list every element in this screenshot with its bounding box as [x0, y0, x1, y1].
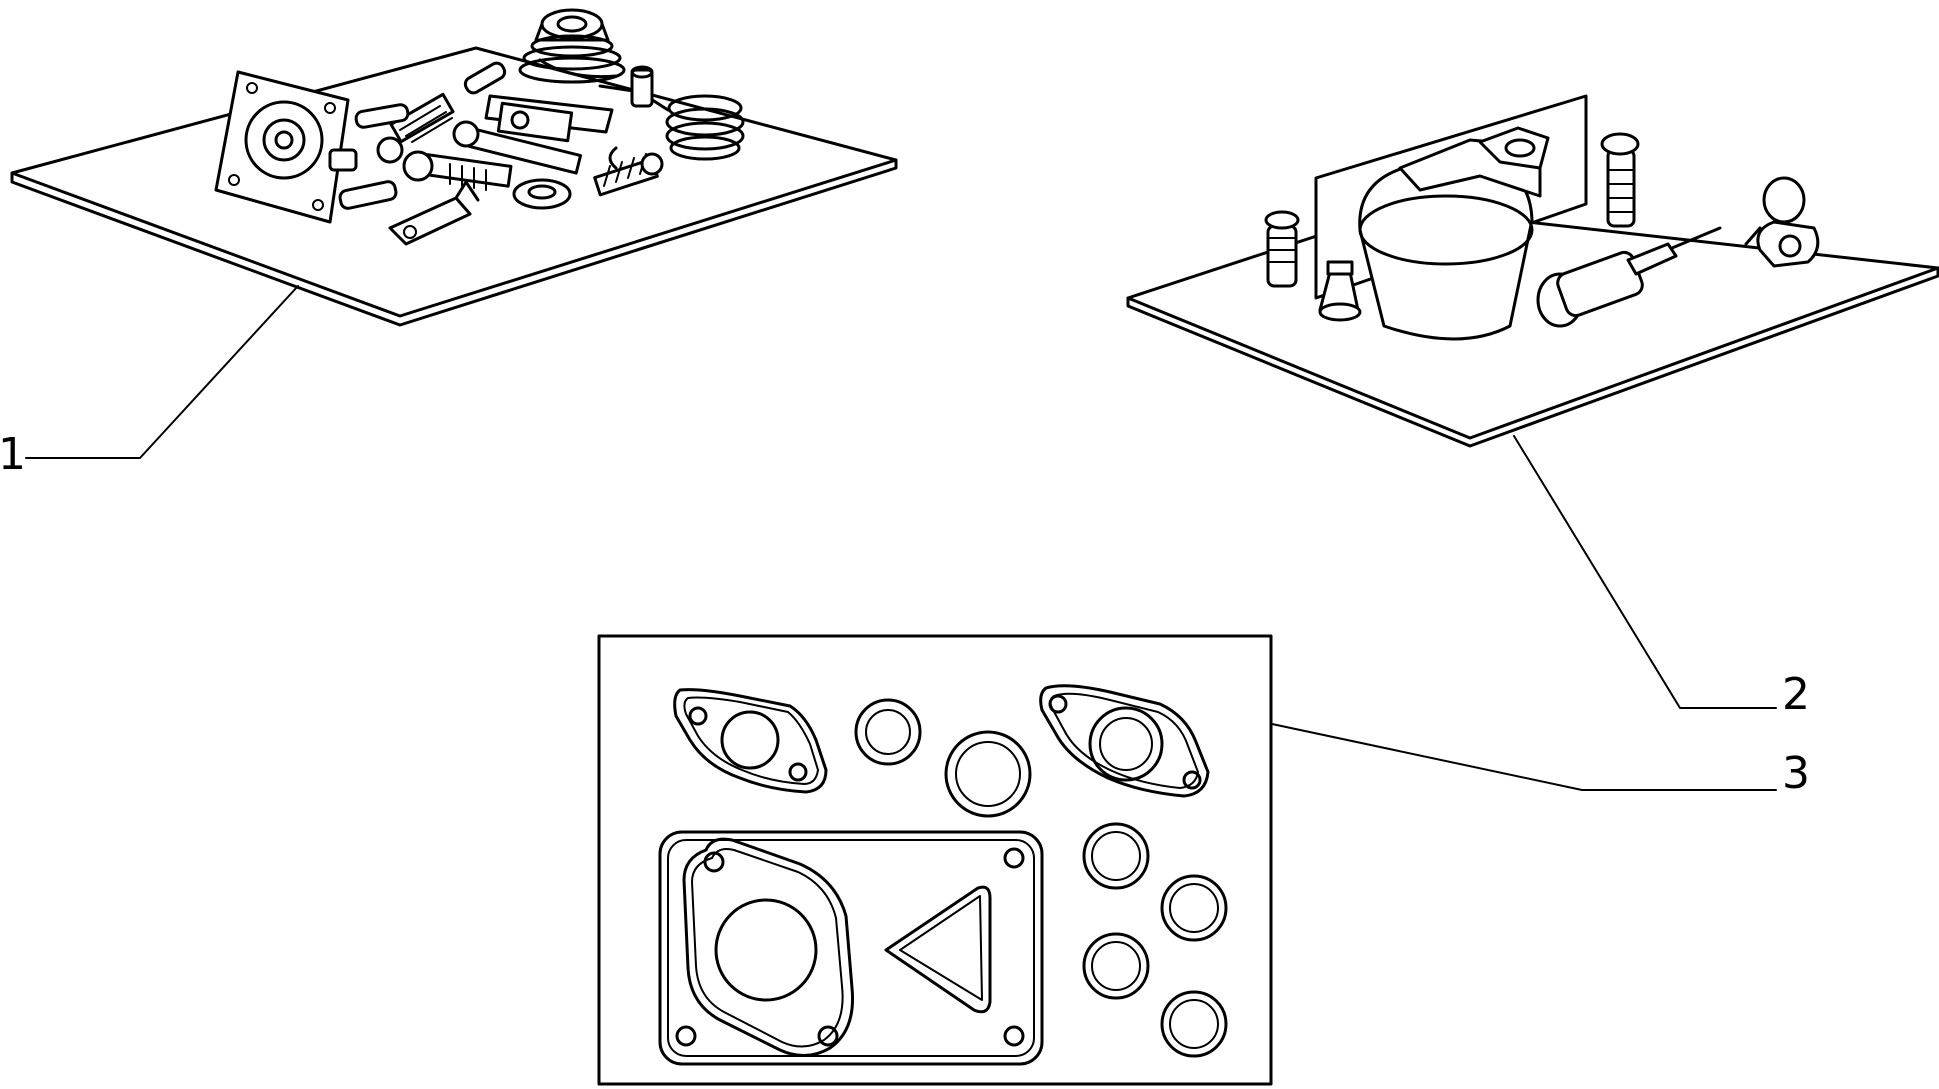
clip-icon — [538, 58, 618, 170]
needle-valve-icon — [1536, 226, 1722, 328]
callout-number-1: 1 — [0, 429, 26, 480]
screw-icon — [1600, 132, 1640, 228]
pin-icon — [328, 61, 654, 210]
leader-line-3 — [1271, 723, 1777, 791]
flange-gasket-icon — [1039, 684, 1210, 798]
o-ring-icon — [1160, 874, 1228, 942]
jet-icon — [1318, 260, 1362, 322]
callout-1: 1 — [0, 285, 299, 480]
screw-icon — [593, 152, 664, 197]
leader-line-1 — [25, 285, 299, 459]
kit-2-float-parts — [1126, 94, 1939, 448]
base-gasket-icon — [658, 830, 1044, 1066]
tray-1 — [10, 46, 898, 327]
kit-1-small-parts — [10, 8, 898, 327]
coil-spring-icon — [598, 84, 745, 161]
diaphragm-plate-icon — [214, 70, 350, 224]
callout-number-2: 2 — [1782, 669, 1810, 720]
bracket-icon — [388, 180, 480, 246]
o-ring-icon — [854, 698, 922, 766]
leader-line-2 — [1513, 435, 1777, 709]
kit-3-gasket-set — [597, 634, 1273, 1086]
flange-gasket-icon — [673, 688, 828, 794]
ball-joint-icon — [1744, 176, 1820, 268]
lever-icon — [484, 94, 614, 143]
screw-icon — [452, 120, 583, 175]
callout-3: 3 — [1271, 723, 1810, 799]
screw-icon — [402, 150, 513, 191]
screw-icon — [1264, 210, 1300, 288]
washer-icon — [512, 178, 572, 210]
bellows-spring-icon — [518, 8, 626, 84]
callout-number-3: 3 — [1782, 748, 1810, 799]
screw-icon — [376, 92, 455, 164]
callout-2: 2 — [1513, 435, 1810, 720]
o-ring-icon — [1082, 932, 1150, 1000]
float-icon — [1358, 126, 1550, 341]
o-ring-icon — [944, 730, 1032, 818]
o-ring-icon — [1082, 822, 1150, 890]
o-ring-icon — [1160, 990, 1228, 1058]
gasket-card — [597, 634, 1273, 1086]
